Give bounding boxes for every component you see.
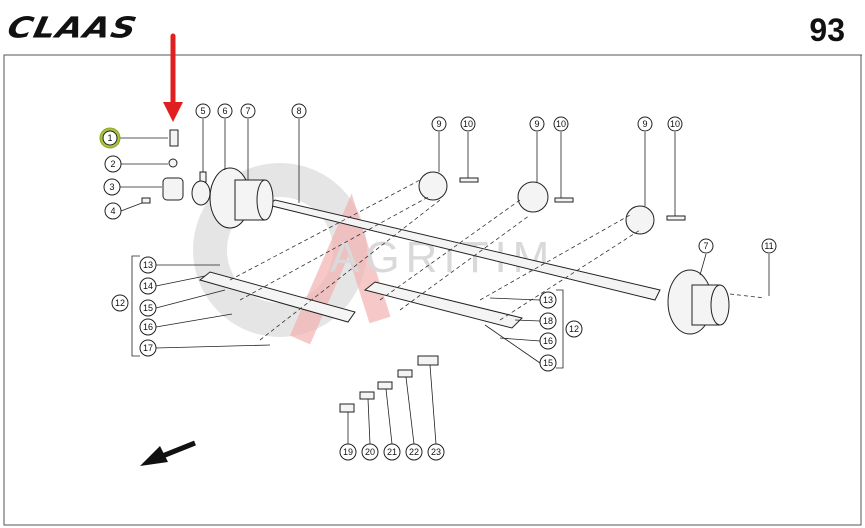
callout-10[interactable]: 10 [460, 116, 476, 132]
callout-9[interactable]: 9 [529, 116, 545, 132]
svg-text:2: 2 [110, 159, 115, 169]
svg-text:3: 3 [109, 182, 114, 192]
part-1-bolt [169, 129, 179, 147]
svg-text:12: 12 [569, 324, 579, 334]
bracket-12-right [556, 289, 564, 369]
svg-text:21: 21 [387, 447, 397, 457]
hub-right [667, 269, 730, 335]
svg-text:10: 10 [556, 119, 566, 129]
svg-text:8: 8 [296, 106, 301, 116]
svg-text:13: 13 [543, 295, 553, 305]
svg-text:19: 19 [343, 447, 353, 457]
svg-text:4: 4 [110, 206, 115, 216]
callout-16[interactable]: 16 [539, 332, 557, 350]
callout-4[interactable]: 4 [104, 202, 122, 220]
svg-text:12: 12 [115, 298, 125, 308]
callout-7[interactable]: 7 [698, 238, 714, 254]
finger-parts [339, 355, 439, 413]
part-18-bar [363, 281, 523, 329]
bracket-12-left [131, 255, 140, 357]
svg-text:7: 7 [245, 106, 250, 116]
callout-14[interactable]: 14 [139, 277, 157, 295]
callout-23[interactable]: 23 [427, 443, 445, 461]
part-4-pin [141, 197, 151, 204]
svg-text:10: 10 [463, 119, 473, 129]
callout-11[interactable]: 11 [761, 238, 777, 254]
leader-lines [118, 119, 770, 445]
part-14-bar [198, 271, 356, 323]
callout-6[interactable]: 6 [217, 103, 233, 119]
svg-text:10: 10 [670, 119, 680, 129]
callout-8[interactable]: 8 [291, 103, 307, 119]
part-5-screw [199, 171, 207, 183]
svg-text:9: 9 [642, 119, 647, 129]
callout-1[interactable]: 1 [99, 127, 121, 149]
svg-text:20: 20 [365, 447, 375, 457]
part-2-nut [168, 158, 178, 168]
callout-19[interactable]: 19 [339, 443, 357, 461]
callout-12[interactable]: 12 [565, 320, 583, 338]
callout-20[interactable]: 20 [361, 443, 379, 461]
callout-7[interactable]: 7 [240, 103, 256, 119]
callout-22[interactable]: 22 [405, 443, 423, 461]
hub-left [209, 167, 274, 229]
svg-text:15: 15 [143, 303, 153, 313]
svg-text:16: 16 [543, 336, 553, 346]
callout-3[interactable]: 3 [103, 178, 121, 196]
sprockets [418, 171, 686, 235]
svg-text:23: 23 [431, 447, 441, 457]
svg-text:17: 17 [143, 343, 153, 353]
assembly-guides [229, 179, 766, 341]
callout-12[interactable]: 12 [111, 294, 129, 312]
svg-text:5: 5 [200, 106, 205, 116]
callout-10[interactable]: 10 [667, 116, 683, 132]
svg-text:14: 14 [143, 281, 153, 291]
red-arrow-icon [163, 33, 183, 122]
svg-text:9: 9 [436, 119, 441, 129]
svg-text:7: 7 [703, 241, 708, 251]
callout-15[interactable]: 15 [539, 354, 557, 372]
svg-text:22: 22 [409, 447, 419, 457]
diagram-frame [3, 54, 862, 526]
svg-text:6: 6 [222, 106, 227, 116]
part-6-seal [191, 180, 211, 206]
svg-text:15: 15 [543, 358, 553, 368]
svg-text:11: 11 [764, 241, 773, 251]
page-number: 93 [809, 12, 845, 48]
callout-17[interactable]: 17 [139, 339, 157, 357]
svg-text:1: 1 [107, 133, 112, 143]
callout-18[interactable]: 18 [539, 312, 557, 330]
callout-10[interactable]: 10 [553, 116, 569, 132]
svg-text:18: 18 [543, 316, 553, 326]
callout-5[interactable]: 5 [195, 103, 211, 119]
part-3-nut [162, 177, 184, 201]
callout-9[interactable]: 9 [637, 116, 653, 132]
callout-21[interactable]: 21 [383, 443, 401, 461]
svg-text:9: 9 [534, 119, 539, 129]
callout-16[interactable]: 16 [139, 318, 157, 336]
svg-text:16: 16 [143, 322, 153, 332]
callout-13[interactable]: 13 [539, 291, 557, 309]
callout-2[interactable]: 2 [104, 155, 122, 173]
direction-arrow-icon [140, 440, 196, 466]
callout-13[interactable]: 13 [139, 256, 157, 274]
svg-text:13: 13 [143, 260, 153, 270]
callout-15[interactable]: 15 [139, 299, 157, 317]
callout-9[interactable]: 9 [431, 116, 447, 132]
